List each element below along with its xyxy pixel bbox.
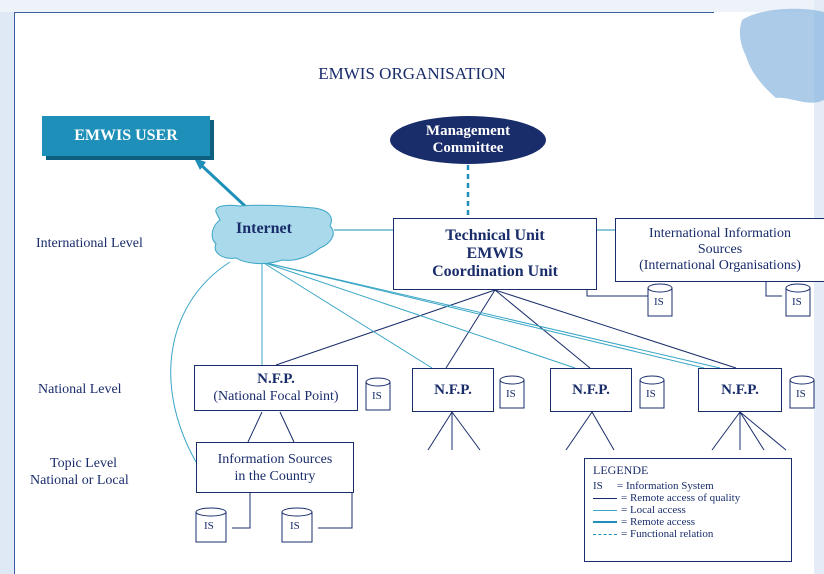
legend-row: = Local access (593, 504, 783, 516)
nfp-main-title: N.F.P. (257, 371, 295, 387)
level-label-national: National Level (38, 382, 122, 397)
technical-unit-line2: EMWIS (466, 245, 524, 262)
info-sources-line2: in the Country (234, 468, 316, 484)
internet-cloud (211, 204, 334, 265)
background-strip-top (0, 0, 824, 12)
link-internet-nfp3 (261, 261, 576, 369)
legend-row: = Remote access (593, 516, 783, 528)
is-label-nfp1: IS (372, 390, 382, 402)
legend-symbol-quality (593, 497, 617, 499)
fan-nfp4-c (739, 411, 765, 451)
link-tech-nfp1 (275, 289, 496, 366)
map-decoration (739, 8, 824, 103)
link-tech-nfp2 (445, 289, 496, 369)
level-label-international: International Level (36, 236, 143, 251)
is-cylinder-technical (647, 283, 673, 317)
is-label-nfp2: IS (506, 388, 516, 400)
link-nfp1-info-b (279, 411, 295, 443)
technical-unit-line3: Coordination Unit (432, 263, 558, 280)
nfp-main-subtitle: (National Focal Point) (213, 389, 339, 404)
info-sources-box: Information Sources in the Country (196, 442, 354, 493)
level-label-topic-sub: National or Local (30, 473, 129, 488)
nfp-main-box: N.F.P. (National Focal Point) (194, 365, 358, 411)
is-cylinder-intl (785, 283, 811, 317)
fan-nfp2-c (451, 411, 481, 451)
legend-value: = Functional relation (621, 528, 714, 540)
technical-unit-line1: Technical Unit (445, 227, 545, 244)
fan-nfp2-a (427, 411, 453, 451)
is-cylinder-info1 (195, 507, 227, 543)
frame-border-top (14, 12, 714, 13)
link-internet-nfp4a (261, 261, 721, 369)
is-label-technical: IS (654, 296, 664, 308)
fan-nfp3-a (565, 411, 593, 451)
link-internet-nfp4b (261, 261, 705, 369)
page-title: EMWIS ORGANISATION (318, 64, 506, 83)
info-sources-line1: Information Sources (217, 451, 333, 467)
internet-label: Internet (236, 220, 292, 237)
is-cylinder-nfp2 (499, 375, 525, 409)
management-line1: Management (425, 123, 511, 139)
legend-title: LEGENDE (593, 463, 649, 477)
legend-key: IS (593, 480, 603, 492)
technical-unit-box: Technical Unit EMWIS Coordination Unit (393, 218, 597, 290)
link-tech-nfp4 (494, 289, 737, 369)
management-line2: Committee (432, 140, 504, 156)
legend-symbol-remote (593, 521, 617, 523)
is-cylinder-nfp4 (789, 375, 815, 409)
intl-sources-line1: International Information (649, 226, 791, 241)
legend-row: = Remote access of quality (593, 492, 783, 504)
nfp-box-3: N.F.P. (550, 368, 632, 412)
is-label-intl: IS (792, 296, 802, 308)
fan-nfp4-d (739, 411, 787, 451)
background-strip-left (0, 0, 14, 574)
background-strip-right (814, 0, 824, 574)
legend-box: LEGENDE IS = Information System = Remote… (584, 458, 792, 562)
fan-nfp4-a (711, 411, 741, 451)
fan-nfp3-b (591, 411, 615, 451)
link-intl-is (765, 282, 782, 297)
legend-symbol-functional (593, 533, 617, 535)
nfp-box-2: N.F.P. (412, 368, 494, 412)
is-label-info2: IS (290, 520, 300, 532)
is-cylinder-nfp3 (639, 375, 665, 409)
intl-sources-line2: Sources (697, 242, 743, 257)
intl-sources-box: International Information Sources (Inter… (615, 218, 824, 282)
is-cylinder-info2 (281, 507, 313, 543)
link-info-is1 (232, 493, 251, 529)
link-info-is2 (318, 493, 353, 529)
legend-value: = Remote access of quality (621, 492, 741, 504)
level-label-topic: Topic Level (50, 456, 118, 471)
legend-row: = Functional relation (593, 528, 783, 540)
nfp-box-4: N.F.P. (698, 368, 782, 412)
link-internet-info-sources (170, 261, 231, 463)
frame-border-left (14, 12, 15, 574)
link-internet-nfp2 (261, 261, 433, 369)
legend-symbol-local (593, 509, 617, 511)
is-label-nfp3: IS (646, 388, 656, 400)
intl-sources-line3: (International Organisations) (639, 258, 801, 273)
arrow-head-user (194, 158, 206, 170)
legend-row: IS = Information System (593, 480, 783, 492)
legend-value: = Local access (621, 504, 686, 516)
emwis-user-box: EMWIS USER (42, 116, 210, 156)
management-committee-ellipse: Management Committee (390, 116, 546, 164)
is-label-nfp4: IS (796, 388, 806, 400)
is-cylinder-nfp1 (365, 377, 391, 411)
is-label-info1: IS (204, 520, 214, 532)
link-nfp1-info-a (247, 411, 263, 443)
legend-value: = Information System (617, 480, 714, 492)
legend-value: = Remote access (621, 516, 696, 528)
